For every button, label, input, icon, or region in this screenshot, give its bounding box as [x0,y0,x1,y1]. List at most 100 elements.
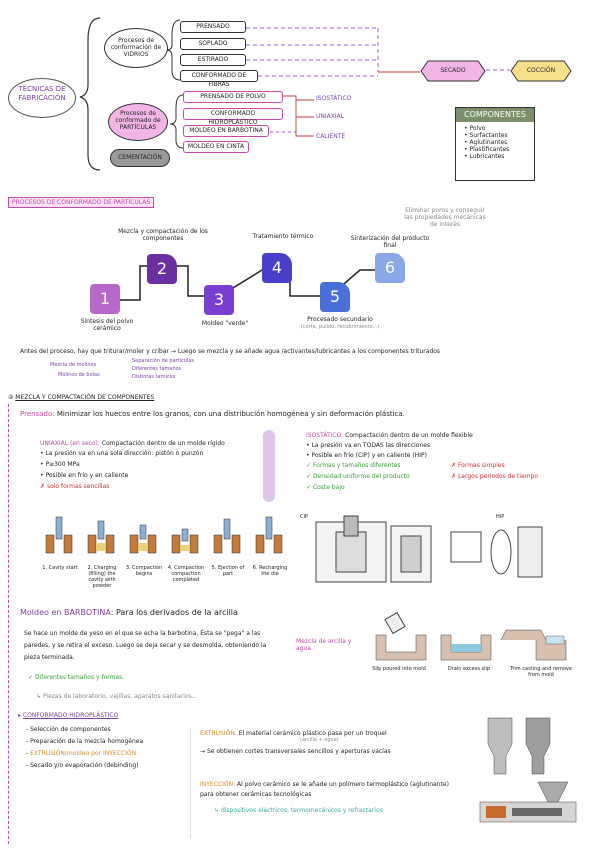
step-5-label: Procesado secundario [307,316,373,323]
vidrios-node: Procesos de conformación de VIDRIOS [104,28,168,68]
fig-iso-cip: CIP [300,514,308,520]
isostatico-figure-drawing [315,515,543,583]
fig-step-5: 6. Recharging the die [252,565,288,577]
extrusion-note: (arcilla + agua) [300,737,339,743]
prensado-label: Prensado: [20,410,55,418]
hidro-figure [478,714,578,842]
step-5: 5 [320,282,350,312]
particula-item-0: PRENSADO DE POLVO [183,91,283,103]
cementacion-label: CEMENTACIÓN [118,154,162,161]
secado-label: SECADO [440,67,466,74]
fig-step-3: 4. Compaction compaction completed [167,565,205,583]
vidrio-item-0: PRENSADO [180,21,246,33]
hidro-steps: - Selección de componentes - Preparación… [26,726,196,769]
uniaxial-block: UNIAXIAL (en seco): Compactación dentro … [40,440,260,490]
section1-note: Eliminar poros y conseguir las propiedad… [404,207,486,228]
coccion-node: COCCIÓN [510,60,572,82]
hidro-title: ▸ CONFORMADO HIDROPLÁSTICO [18,712,119,719]
step-5-sublabel: (corte, pulido, recubrimiento...) [300,324,380,330]
extrusion-line: EXTRUSIÓN: El material cerámico plástico… [200,730,387,737]
secado-node: SECADO [420,60,486,82]
isostatico-heading: ISOSTÁTICO: Compactación dentro de un mo… [306,432,473,439]
hidro-divider [190,728,192,838]
step-1: 1 [90,284,120,314]
prensado-bar [263,430,275,502]
root-node: TÉCNICAS DE FABRICACIÓN [8,78,76,118]
barbotina-heading: Moldeo en BARBOTINA: Para los derivados … [20,608,420,618]
hidro-figure-drawing [479,717,577,823]
inyeccion-line: INYECCIÓN: Al polvo cerámico se le añade… [200,781,449,798]
prensado-tipo-1: UNIAXIAL [316,113,345,120]
barbotina-figure: Slip poured into mold Drain excess slip … [366,610,576,680]
antes-note-1: Molinos de bolas [58,372,100,378]
componentes-box: COMPONENTES • Polvo • Surfactantes • Agl… [455,107,535,181]
step-2: 2 [147,254,177,284]
componentes-item: • Surfactantes [464,132,508,139]
barbotina-use: ↳ Piezas de laboratorio, vajillas, apara… [36,693,198,700]
step-6: 6 [375,253,405,283]
componentes-title: COMPONENTES [456,108,534,122]
step-4: 4 [262,253,292,283]
particulas-label: Procesos de conformado de PARTÍCULAS [115,110,161,131]
hidro-step: - EXTRUSIÓN/moldeo por INYECCIÓN [26,750,137,757]
isostatico-item: • La presión va en TODAS las direcciones [306,442,431,449]
antes-note-3: Diferentes tamaños [132,366,182,372]
vidrios-label: Procesos de conformación de VIDRIOS [110,37,162,58]
isostatico-proscons: ✓ Formas y tamaños diferentes ✓ Densidad… [306,462,566,498]
step-6-label: Sinterización del producto final [350,235,430,249]
fig-step-1: 2. Charging (filling) the cavity with po… [87,565,117,589]
barbotina-fig-1: Drain excess slip [447,666,491,672]
barbotina-fig-2: Trim casting and remove from mold [510,666,572,678]
fig-step-0: 1. Cavity start [42,565,78,571]
componentes-item: • Aglutinantes [464,139,508,146]
uniaxial-figure-drawing [45,516,283,554]
componentes-item: • Plastificantes [464,146,510,153]
prensado-tipo-0: ISOSTÁTICO [316,95,352,102]
inyeccion-use: ↳ dispositivos eléctricos, termomecánico… [214,807,383,814]
cementacion-node: CEMENTACIÓN [110,149,170,167]
hidro-step: - Preparación de la mezcla homogénea [26,738,144,745]
prensado-line: Prensado: Minimizar los huecos entre los… [20,410,580,419]
fig-iso-hip: HIP [496,514,505,520]
uniaxial-figure: 1. Cavity start 2. Charging (filling) th… [40,515,290,589]
uniaxial-con: ✗ solo formas sencillas [40,483,110,490]
fig-step-2: 3. Compaction begins [125,565,163,577]
componentes-item: • Polvo [464,125,486,132]
barbotina-fig-0: Slip poured into mold [372,666,426,672]
uniaxial-item: • P≥300 MPa [40,461,80,468]
particula-item-3: MOLDEO EN CINTA [183,141,249,153]
uniaxial-heading: UNIAXIAL (en seco): Compactación dentro … [40,440,225,447]
barbotina-side: Mezcla de arcilla y agua [296,638,352,652]
step-3-label: Moldeo "verde" [201,320,249,327]
antes-note-4: Distintas tamices [132,374,176,380]
iso-pro-1: ✓ Densidad uniforme del producto [306,473,410,480]
hidro-step: - Secado y/o evaporación (debinding) [26,762,139,769]
prensado-tipo-2: CALIENTE [316,133,346,140]
fig-step-4: 5. Ejection of part [211,565,245,577]
isostatico-figure: CIP HIP [296,512,546,592]
coccion-label: COCCIÓN [526,67,556,74]
particulas-node: Procesos de conformado de PARTÍCULAS [108,103,168,141]
iso-con-1: ✗ Largos periodos de tiempo [451,473,539,480]
componentes-item: • Lubricantes [464,153,505,160]
iso-pro-2: ✓ Coste bajo [306,484,345,491]
barbotina-title: Moldeo en BARBOTINA: [20,608,114,617]
step-4-label: Tratamiento térmico [252,233,314,240]
section1-title: PROCESOS DE CONFORMADO DE PARTÍCULAS [8,197,155,208]
secado-diamond [420,60,486,82]
extrusion-result: → Se obtienen cortes transversales senci… [200,748,391,755]
vidrio-item-2: ESTIRADO [180,54,246,66]
vidrio-item-1: SOPLADO [180,38,246,50]
hidro-step: - Selección de componentes [26,726,111,733]
barbotina-subtitle: Para los derivados de la arcilla [115,608,238,617]
antes-note-2: Separación de partículas [132,358,195,364]
root-label: TÉCNICAS DE FABRICACIÓN [18,85,66,102]
coccion-diamond [510,60,572,82]
step-1-label: Síntesis del polvo cerámico [80,318,134,332]
isostatico-list: • La presión va en TODAS las direcciones… [306,442,566,459]
particula-item-2: MOLDEO EN BARBOTINA [183,125,269,137]
section2-title: ② MEZCLA Y COMPACTACIÓN DE COMPONENTES [8,394,155,401]
barbotina-text: Se hace un molde de yeso en el que se ec… [24,630,267,661]
extrusion-block: EXTRUSIÓN: El material cerámico plástico… [200,730,460,755]
iso-con-0: ✗ Formas simples [451,462,505,469]
